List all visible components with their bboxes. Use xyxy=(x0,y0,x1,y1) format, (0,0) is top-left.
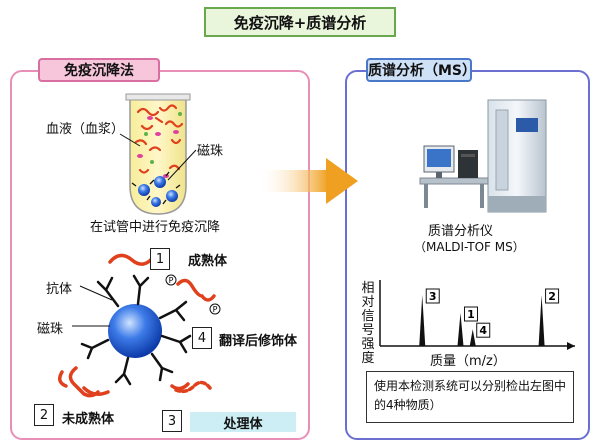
tube-caption: 在试管中进行免疫沉降 xyxy=(90,220,221,235)
spectrum-peak-label-box-4 xyxy=(476,322,491,338)
detection-note: 使用本检测系统可以分别检出左图中的4种物质） xyxy=(366,371,574,423)
immunoprecipitation-panel xyxy=(10,70,310,440)
spectrum-peak-label-box-2 xyxy=(545,288,560,304)
magnetic-bead-complex: P P xyxy=(58,253,221,398)
antibody-label: 抗体 xyxy=(46,282,73,297)
spectrum-chart: 3 14 2 xyxy=(379,280,575,350)
spectrum-peak-4 xyxy=(469,329,476,346)
label-1-text: 成熟体 xyxy=(188,254,228,269)
label-3-number: 3 xyxy=(162,410,182,432)
mass-spectrometry-header: 质谱分析（MS） xyxy=(366,58,476,82)
test-tube xyxy=(125,93,191,215)
spectrum-peak-label-1: 1 xyxy=(467,308,475,321)
beads-label-center: 磁珠 xyxy=(37,322,64,337)
transfer-arrow xyxy=(258,158,358,204)
instrument-name: 质谱分析仪 xyxy=(428,224,494,239)
label-2-number: 2 xyxy=(34,404,54,426)
instrument-model: （MALDI-TOF MS） xyxy=(414,240,525,254)
beads-label-top: 磁珠 xyxy=(197,144,224,159)
spectrum-peak-3 xyxy=(419,295,426,346)
immunoprecipitation-header: 免疫沉降法 xyxy=(38,58,160,82)
label-4-text: 翻译后修饰体 xyxy=(219,334,298,349)
spectrum-peak-label-box-1 xyxy=(463,306,478,322)
label-3-text: 处理体 xyxy=(190,412,296,432)
spectrum-peak-1 xyxy=(457,313,464,346)
phospho-mark-1: P xyxy=(169,276,174,285)
spectrum-peak-2 xyxy=(538,295,545,346)
spectrum-ylabel: 相对信号强度 xyxy=(361,281,375,366)
diagram-title: 免疫沉降+质谱分析 xyxy=(204,7,396,37)
spectrum-xlabel: 质量（m/z） xyxy=(430,354,506,369)
phospho-mark-2: P xyxy=(213,305,218,314)
spectrum-peak-label-4: 4 xyxy=(479,324,487,337)
spectrum-peak-label-2: 2 xyxy=(548,290,556,303)
spectrum-peak-label-box-3 xyxy=(425,288,440,304)
label-4-number: 4 xyxy=(192,327,212,349)
spectrum-peak-label-3: 3 xyxy=(429,290,437,303)
mass-spectrometer-illustration xyxy=(419,99,547,213)
spectrum-x-arrowhead xyxy=(567,342,575,350)
label-2-text: 未成熟体 xyxy=(62,412,115,427)
label-1-number: 1 xyxy=(150,248,170,270)
plasma-label: 血液（血浆） xyxy=(46,122,125,137)
